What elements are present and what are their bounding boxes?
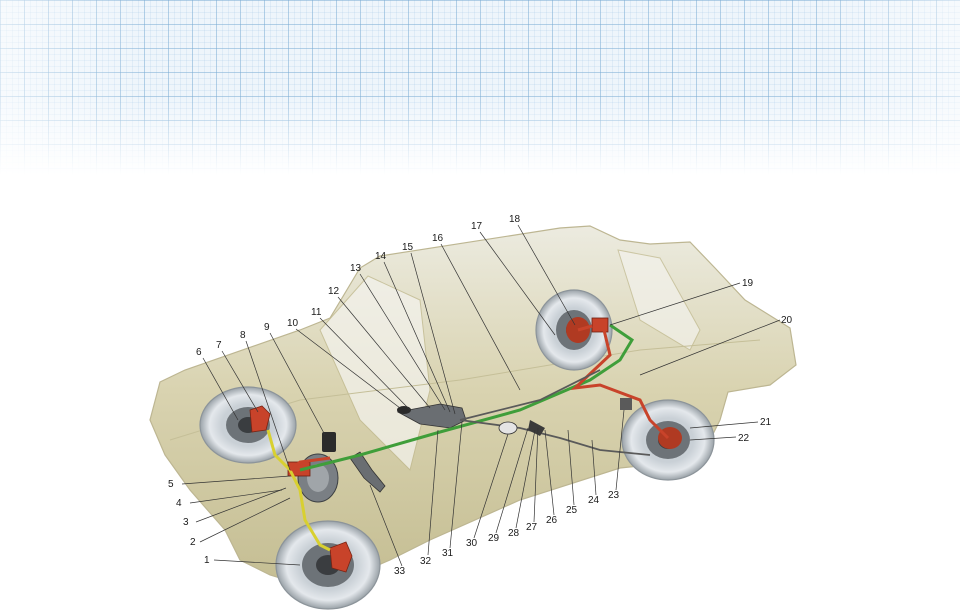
callout-10: 10 (287, 318, 299, 329)
callout-17: 17 (471, 221, 483, 232)
callout-18: 18 (509, 214, 521, 225)
callout-3: 3 (183, 517, 189, 528)
graph-paper-fade (0, 0, 960, 175)
callout-11: 11 (311, 307, 322, 318)
front-left-caliper (249, 405, 271, 433)
callout-8: 8 (240, 330, 246, 341)
callout-2: 2 (190, 537, 196, 548)
brake-pedal-assembly (349, 451, 386, 493)
callout-22: 22 (738, 433, 750, 444)
callout-7: 7 (216, 340, 222, 351)
callout-27: 27 (526, 522, 538, 533)
callout-25: 25 (566, 505, 578, 516)
callout-5: 5 (168, 479, 174, 490)
callout-14: 14 (375, 251, 387, 262)
callout-26: 26 (546, 515, 558, 526)
pressure-regulator (591, 317, 632, 410)
callout-16: 16 (432, 233, 444, 244)
callout-15: 15 (402, 242, 414, 253)
callout-20: 20 (781, 315, 793, 326)
callout-23: 23 (608, 490, 620, 501)
front-right-wheel (275, 520, 381, 610)
callout-33: 33 (394, 566, 406, 577)
cable-guide (498, 421, 518, 435)
callout-28: 28 (508, 528, 520, 539)
callout-4: 4 (176, 498, 182, 509)
brake-line-green (299, 323, 635, 472)
windshield (319, 275, 431, 471)
callout-24: 24 (588, 495, 600, 506)
callout-12: 12 (328, 286, 340, 297)
leader-lines (181, 224, 781, 567)
callout-31: 31 (442, 548, 454, 559)
callout-30: 30 (466, 538, 478, 549)
callout-6: 6 (196, 347, 202, 358)
front-left-wheel (199, 386, 297, 464)
cable-equalizer (528, 420, 545, 436)
front-right-caliper (329, 541, 353, 573)
callout-13: 13 (350, 263, 362, 274)
rear-window (617, 249, 701, 351)
brake-line-yellow (266, 429, 331, 552)
callout-19: 19 (742, 278, 754, 289)
callout-1: 1 (204, 555, 210, 566)
callout-9: 9 (264, 322, 270, 333)
brake-line-red (289, 324, 670, 472)
callout-32: 32 (420, 556, 432, 567)
callout-labels: 1 2 3 4 5 6 7 8 9 10 11 12 13 14 15 16 1… (168, 214, 793, 577)
callout-21: 21 (760, 417, 772, 428)
callout-29: 29 (488, 533, 500, 544)
